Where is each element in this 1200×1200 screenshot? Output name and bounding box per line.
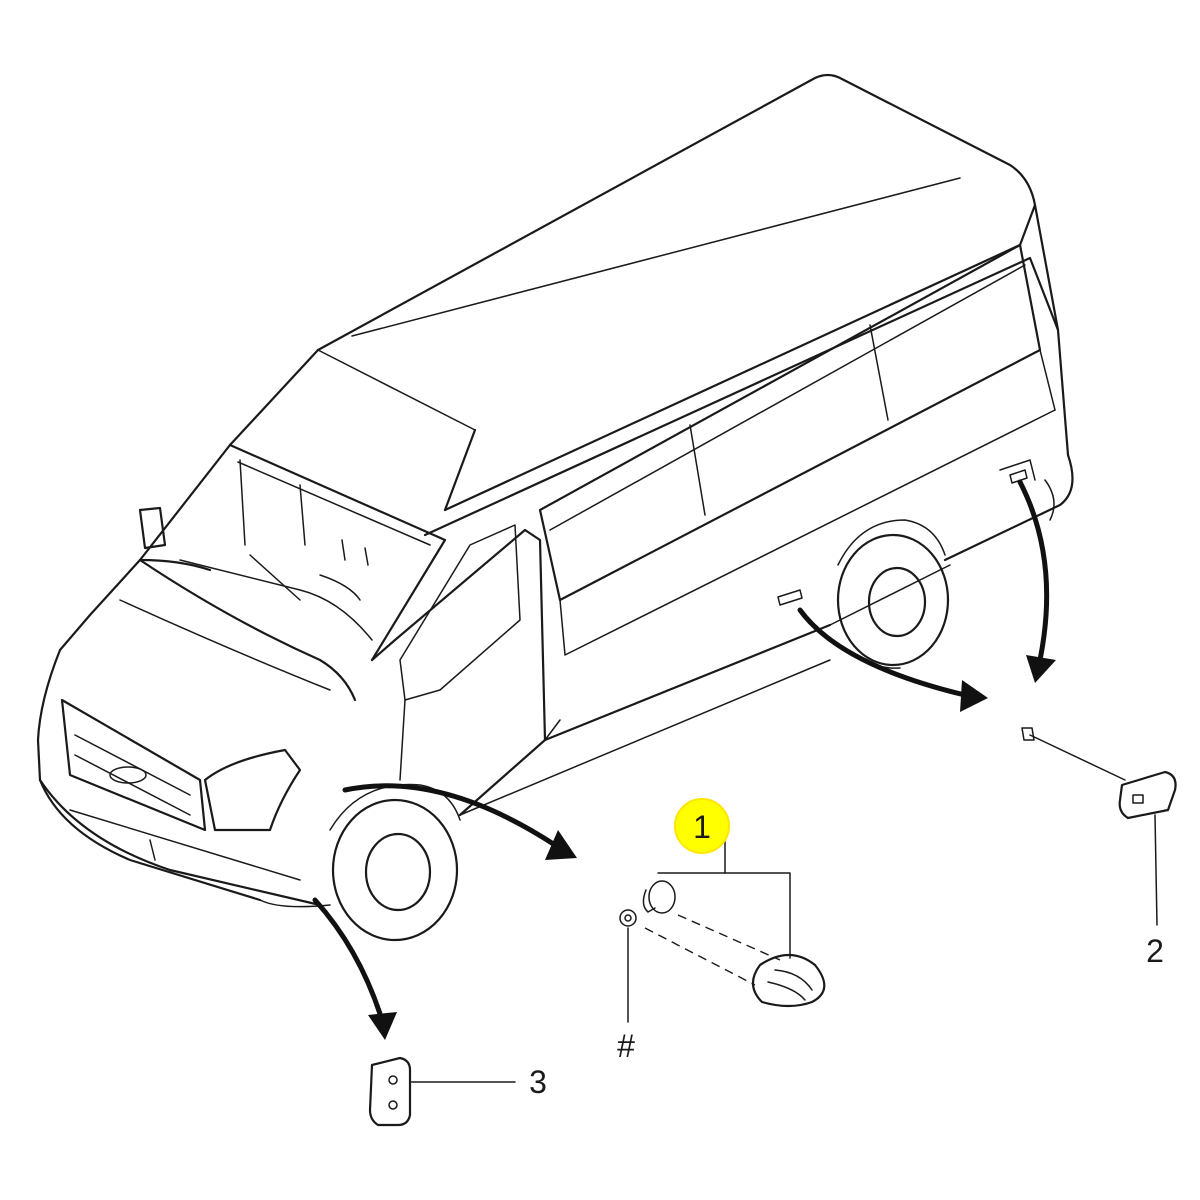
arrow-front-to-lamp1 — [342, 783, 577, 860]
callout-2-label: 2 — [1146, 933, 1164, 969]
arrow-rear-to-lamp2 — [1017, 479, 1056, 683]
arrow-front-to-lamp3 — [312, 897, 397, 1040]
callout-1-label: 1 — [693, 809, 711, 845]
callout-1-highlight — [674, 798, 730, 854]
callout-1: 1 — [674, 798, 730, 854]
side-marker-lamp-part-2 — [1021, 727, 1177, 926]
callout-3-label: 3 — [529, 1064, 547, 1100]
arrow-middle-to-lamp2 — [797, 607, 988, 712]
indicator-lamp-part-3 — [368, 1056, 516, 1127]
side-repeater-lamp-part-1 — [619, 837, 826, 1023]
van-illustration — [36, 73, 1074, 942]
callout-hash-label: # — [617, 1028, 635, 1064]
